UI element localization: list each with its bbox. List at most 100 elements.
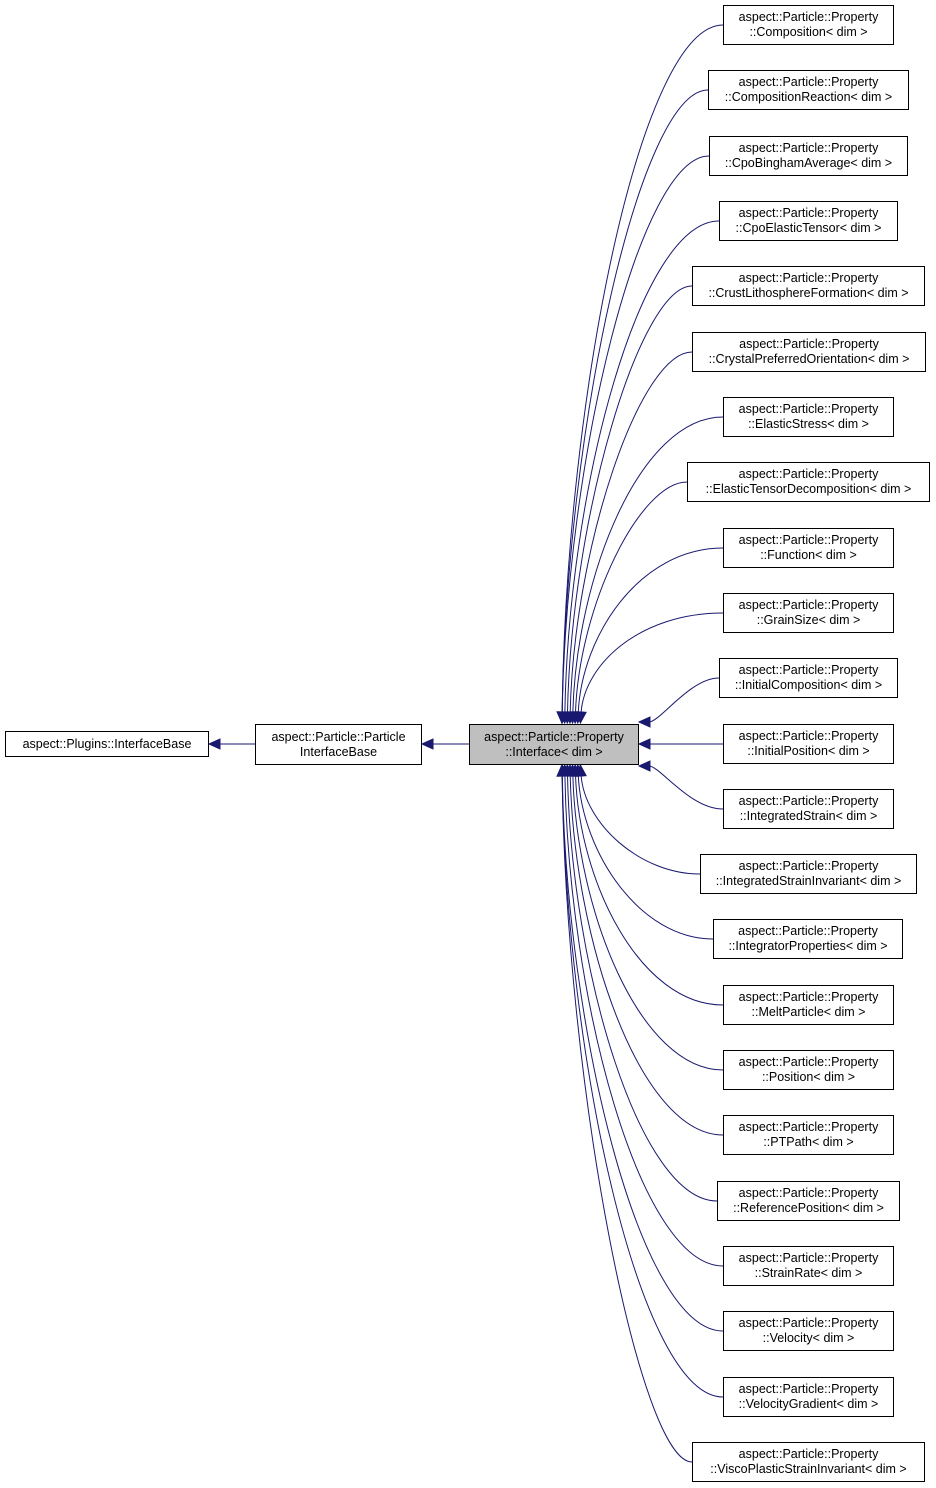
class-node-compositionreaction[interactable]: aspect::Particle::Property::CompositionR… xyxy=(708,70,909,110)
node-label-line-1: aspect::Particle::Property xyxy=(738,598,879,612)
node-label-line-2: ::Velocity< dim > xyxy=(762,1331,855,1345)
arrowhead-derived-10 xyxy=(637,716,651,728)
node-label-line-1: aspect::Particle::Property xyxy=(484,729,624,744)
class-node-initialposition[interactable]: aspect::Particle::Property::InitialPosit… xyxy=(723,724,894,764)
node-label-line-1: aspect::Particle::Property xyxy=(738,1382,879,1396)
node-label-line-2: ::CompositionReaction< dim > xyxy=(724,90,893,104)
node-label-line-1: aspect::Particle::Property xyxy=(738,141,879,155)
class-node-elasticstress[interactable]: aspect::Particle::Property::ElasticStres… xyxy=(723,397,894,437)
class-node-cpoelastictensor[interactable]: aspect::Particle::Property::CpoElasticTe… xyxy=(719,201,898,241)
node-label-line-2: ::Composition< dim > xyxy=(749,25,868,39)
node-label-line-1: aspect::Particle::Property xyxy=(738,1447,879,1461)
class-node-particle-interfacebase[interactable]: aspect::Particle::Particle InterfaceBase xyxy=(255,724,422,765)
node-label-line-2: ::MeltParticle< dim > xyxy=(751,1005,866,1019)
class-node-crustlithosphereformation[interactable]: aspect::Particle::Property::CrustLithosp… xyxy=(692,266,925,306)
node-label-line-2: ::InitialPosition< dim > xyxy=(747,744,870,758)
class-node-referenceposition[interactable]: aspect::Particle::Property::ReferencePos… xyxy=(717,1181,900,1221)
arrowhead-derived-11 xyxy=(637,738,651,750)
class-node-grainsize[interactable]: aspect::Particle::Property::GrainSize< d… xyxy=(723,593,894,633)
node-label-line-1: aspect::Particle::Property xyxy=(738,729,879,743)
arrowhead-derived-9 xyxy=(575,711,587,725)
edge-derived-22 xyxy=(561,774,693,1463)
class-node-integratedstraininvariant[interactable]: aspect::Particle::Property::IntegratedSt… xyxy=(700,854,917,894)
node-label-line-2: ::CpoElasticTensor< dim > xyxy=(735,221,882,235)
class-node-ptpath[interactable]: aspect::Particle::Property::PTPath< dim … xyxy=(723,1115,894,1155)
edge-derived-3 xyxy=(564,220,720,714)
node-label-line-2: ::PTPath< dim > xyxy=(763,1135,854,1149)
class-node-meltparticle[interactable]: aspect::Particle::Property::MeltParticle… xyxy=(723,985,894,1025)
node-label-line-2: ::Interface< dim > xyxy=(505,744,603,759)
class-node-property-interface-focused: aspect::Particle::Property ::Interface< … xyxy=(469,724,639,765)
node-label-line-1: aspect::Particle::Property xyxy=(738,75,879,89)
node-label-line-1: aspect::Particle::Property xyxy=(738,467,879,481)
edge-derived-4 xyxy=(566,285,693,714)
edge-derived-19 xyxy=(564,774,724,1267)
class-node-elastictensordecomposition[interactable]: aspect::Particle::Property::ElasticTenso… xyxy=(687,462,930,502)
class-node-integratorproperties[interactable]: aspect::Particle::Property::IntegratorPr… xyxy=(713,919,903,959)
node-label-line-2: ::CpoBinghamAverage< dim > xyxy=(724,156,893,170)
node-label-line-2: InterfaceBase xyxy=(299,744,378,759)
arrowhead-derived-22 xyxy=(556,763,568,777)
node-label-line-1: aspect::Particle::Property xyxy=(738,663,879,677)
node-label-line-2: ::ViscoPlasticStrainInvariant< dim > xyxy=(710,1462,907,1476)
edge-derived-13 xyxy=(580,774,701,875)
node-label-line-1: aspect::Particle::Property xyxy=(739,337,879,351)
node-label-line-1: aspect::Particle::Property xyxy=(738,271,879,285)
edge-derived-20 xyxy=(561,774,724,1332)
node-label-line-1: aspect::Particle::Particle xyxy=(271,729,406,744)
class-node-strainrate[interactable]: aspect::Particle::Property::StrainRate< … xyxy=(723,1246,894,1286)
edge-derived-21 xyxy=(561,774,724,1398)
edge-derived-0 xyxy=(561,24,724,714)
node-label-line-1: aspect::Particle::Property xyxy=(738,10,879,24)
node-label-line-2: ::Position< dim > xyxy=(761,1070,856,1084)
class-node-plugins-interfacebase[interactable]: aspect::Plugins::InterfaceBase xyxy=(5,731,209,757)
node-label-line-1: aspect::Particle::Property xyxy=(738,533,879,547)
edge-derived-12 xyxy=(648,765,724,810)
node-label-line-2: ::ElasticTensorDecomposition< dim > xyxy=(705,482,912,496)
edge-derived-6 xyxy=(572,416,724,714)
class-node-initialcomposition[interactable]: aspect::Particle::Property::InitialCompo… xyxy=(719,658,898,698)
class-node-integratedstrain[interactable]: aspect::Particle::Property::IntegratedSt… xyxy=(723,789,894,829)
class-node-position[interactable]: aspect::Particle::Property::Position< di… xyxy=(723,1050,894,1090)
edge-derived-10 xyxy=(648,677,720,723)
edge-derived-9 xyxy=(580,612,724,714)
edge-derived-7 xyxy=(574,481,688,714)
node-label-line-2: ::CrystalPreferredOrientation< dim > xyxy=(708,352,910,366)
class-node-viscoplasticstraininvariant[interactable]: aspect::Particle::Property::ViscoPlastic… xyxy=(692,1442,925,1482)
node-label-line-2: ::Function< dim > xyxy=(760,548,857,562)
node-label-line-1: aspect::Particle::Property xyxy=(738,1120,879,1134)
class-node-composition[interactable]: aspect::Particle::Property::Composition<… xyxy=(723,5,894,45)
node-label-line-2: ::GrainSize< dim > xyxy=(756,613,861,627)
node-label-line-2: ::ReferencePosition< dim > xyxy=(733,1201,884,1215)
node-label-line-2: ::CrustLithosphereFormation< dim > xyxy=(708,286,909,300)
node-label-line-1: aspect::Particle::Property xyxy=(738,1251,879,1265)
edge-derived-15 xyxy=(575,774,724,1006)
node-label-line-2: ::InitialComposition< dim > xyxy=(734,678,883,692)
node-label-line-1: aspect::Particle::Property xyxy=(738,1186,879,1200)
node-label-line-1: aspect::Particle::Property xyxy=(738,794,879,808)
node-label-line-2: ::ElasticStress< dim > xyxy=(748,417,869,431)
class-node-crystalpreferredorientation[interactable]: aspect::Particle::Property::CrystalPrefe… xyxy=(692,332,926,372)
class-node-velocitygradient[interactable]: aspect::Particle::Property::VelocityGrad… xyxy=(723,1377,894,1417)
edge-derived-2 xyxy=(561,155,710,714)
node-label: aspect::Plugins::InterfaceBase xyxy=(22,736,192,751)
edge-derived-17 xyxy=(569,774,724,1136)
node-label-line-2: ::IntegratorProperties< dim > xyxy=(728,939,888,953)
edge-derived-18 xyxy=(567,774,718,1202)
node-label-line-1: aspect::Particle::Property xyxy=(738,859,879,873)
edge-derived-5 xyxy=(569,351,693,714)
node-label-line-1: aspect::Particle::Property xyxy=(738,990,879,1004)
class-node-cpobinghamaverage[interactable]: aspect::Particle::Property::CpoBinghamAv… xyxy=(709,136,908,176)
node-label-line-1: aspect::Particle::Property xyxy=(738,402,879,416)
edge-derived-1 xyxy=(561,89,709,714)
edge-derived-14 xyxy=(577,774,714,940)
class-node-function[interactable]: aspect::Particle::Property::Function< di… xyxy=(723,528,894,568)
node-label-line-1: aspect::Particle::Property xyxy=(738,924,878,938)
arrowhead-derived-12 xyxy=(637,760,651,772)
node-label-line-2: ::VelocityGradient< dim > xyxy=(738,1397,879,1411)
class-node-velocity[interactable]: aspect::Particle::Property::Velocity< di… xyxy=(723,1311,894,1351)
node-label-line-2: ::IntegratedStrainInvariant< dim > xyxy=(715,874,902,888)
edge-derived-16 xyxy=(572,774,724,1071)
